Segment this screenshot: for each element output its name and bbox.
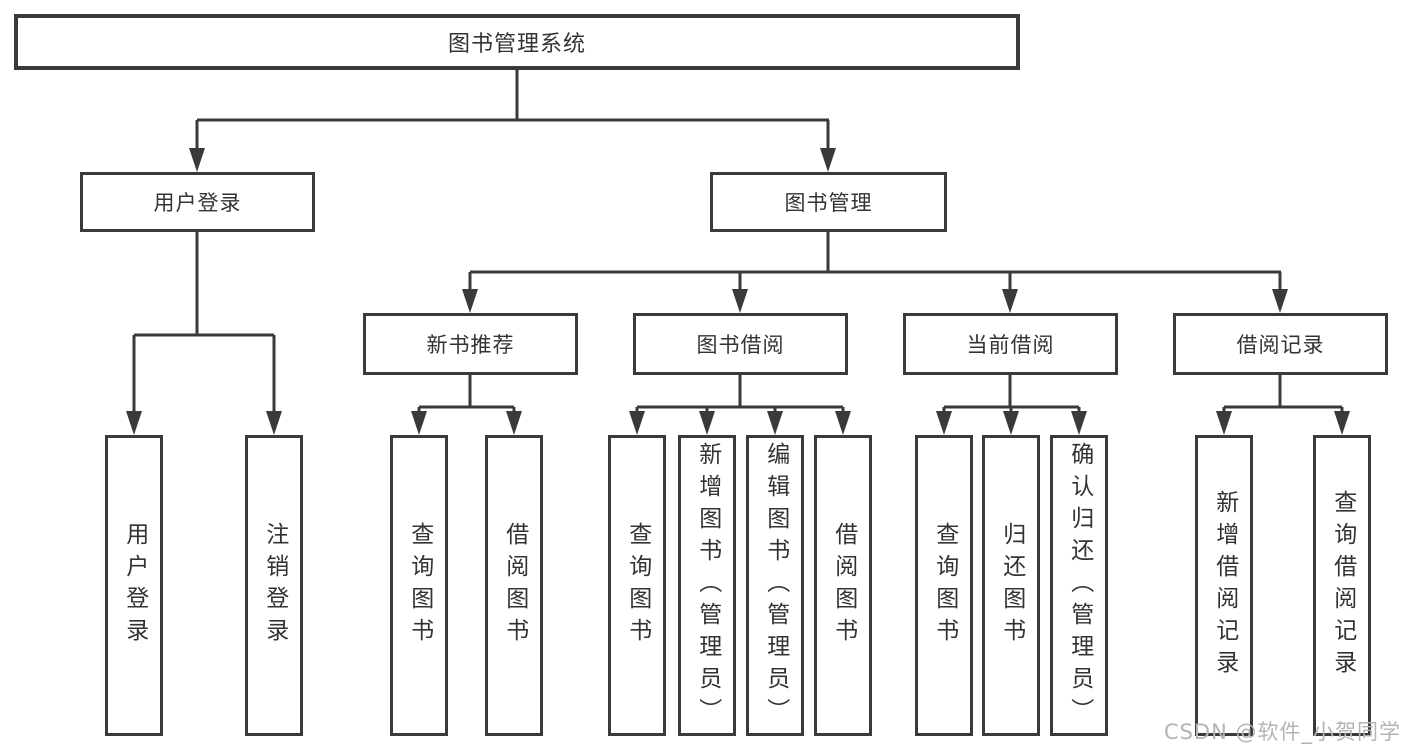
leaf-recommend-query-books: 查询图书 [390, 435, 448, 736]
node-label: 确认归还（管理员） [1066, 441, 1093, 730]
arrowhead [732, 289, 748, 313]
leaf-user-login: 用户登录 [105, 435, 163, 736]
node-label: 查询图书 [931, 521, 958, 650]
node-label: 归还图书 [998, 521, 1025, 650]
leaf-return-books: 归还图书 [982, 435, 1040, 736]
arrowhead [126, 411, 142, 435]
arrowhead [936, 411, 952, 435]
leaf-recommend-borrow-books: 借阅图书 [485, 435, 543, 736]
leaf-borrowing-borrow-books: 借阅图书 [814, 435, 872, 736]
node-new-book-recommend: 新书推荐 [363, 313, 578, 375]
node-label: 图书借阅 [696, 333, 785, 357]
arrowhead [462, 289, 478, 313]
arrowhead [820, 148, 836, 172]
arrowhead [1002, 289, 1018, 313]
arrowhead [699, 411, 715, 435]
arrowhead [266, 411, 282, 435]
arrowhead [1071, 411, 1087, 435]
arrowhead [506, 411, 522, 435]
arrowhead [835, 411, 851, 435]
arrowhead [1216, 411, 1232, 435]
leaf-edit-books-admin: 编辑图书（管理员） [746, 435, 804, 736]
node-label: 查询图书 [406, 521, 433, 650]
arrowhead [767, 411, 783, 435]
connector-mgmt-drops [468, 272, 1282, 291]
node-current-borrowing: 当前借阅 [903, 313, 1118, 375]
node-label: 编辑图书（管理员） [762, 441, 789, 730]
node-label: 图书管理 [784, 191, 873, 215]
node-book-management: 图书管理 [710, 172, 947, 232]
connector-login-drops [132, 335, 276, 413]
arrowhead [1272, 289, 1288, 313]
arrowhead [411, 411, 427, 435]
leaf-borrowing-query-books: 查询图书 [608, 435, 666, 736]
node-label: 用户登录 [121, 521, 148, 650]
leaf-logout: 注销登录 [245, 435, 303, 736]
node-label: 查询图书 [624, 521, 651, 650]
node-label: 借阅图书 [830, 521, 857, 650]
leaf-add-borrow-record: 新增借阅记录 [1195, 435, 1253, 736]
node-label: 新增图书（管理员） [694, 441, 721, 730]
arrowhead [629, 411, 645, 435]
leaf-add-books-admin: 新增图书（管理员） [678, 435, 736, 736]
connector-root-drops [195, 120, 830, 150]
node-label: 新增借阅记录 [1211, 489, 1238, 682]
node-label: 新书推荐 [426, 333, 515, 357]
leaf-confirm-return-admin: 确认归还（管理员） [1050, 435, 1108, 736]
node-user-login: 用户登录 [80, 172, 315, 232]
connector-borrow-drops [635, 407, 845, 413]
csdn-watermark: CSDN @软件_小贺同学 [1163, 720, 1401, 744]
node-label: 借阅图书 [501, 521, 528, 650]
node-book-borrowing: 图书借阅 [633, 313, 848, 375]
leaf-current-query-books: 查询图书 [915, 435, 973, 736]
node-label: 借阅记录 [1236, 333, 1325, 357]
node-library-management-system: 图书管理系统 [14, 14, 1020, 70]
node-label: 图书管理系统 [447, 32, 586, 57]
node-borrowing-records: 借阅记录 [1173, 313, 1388, 375]
node-label: 注销登录 [261, 521, 288, 650]
arrowhead [189, 148, 205, 172]
leaf-query-borrow-record: 查询借阅记录 [1313, 435, 1371, 736]
arrowhead [1334, 411, 1350, 435]
node-label: 当前借阅 [966, 333, 1055, 357]
node-label: 用户登录 [153, 191, 242, 215]
node-label: 查询借阅记录 [1329, 489, 1356, 682]
arrowhead [1003, 411, 1019, 435]
